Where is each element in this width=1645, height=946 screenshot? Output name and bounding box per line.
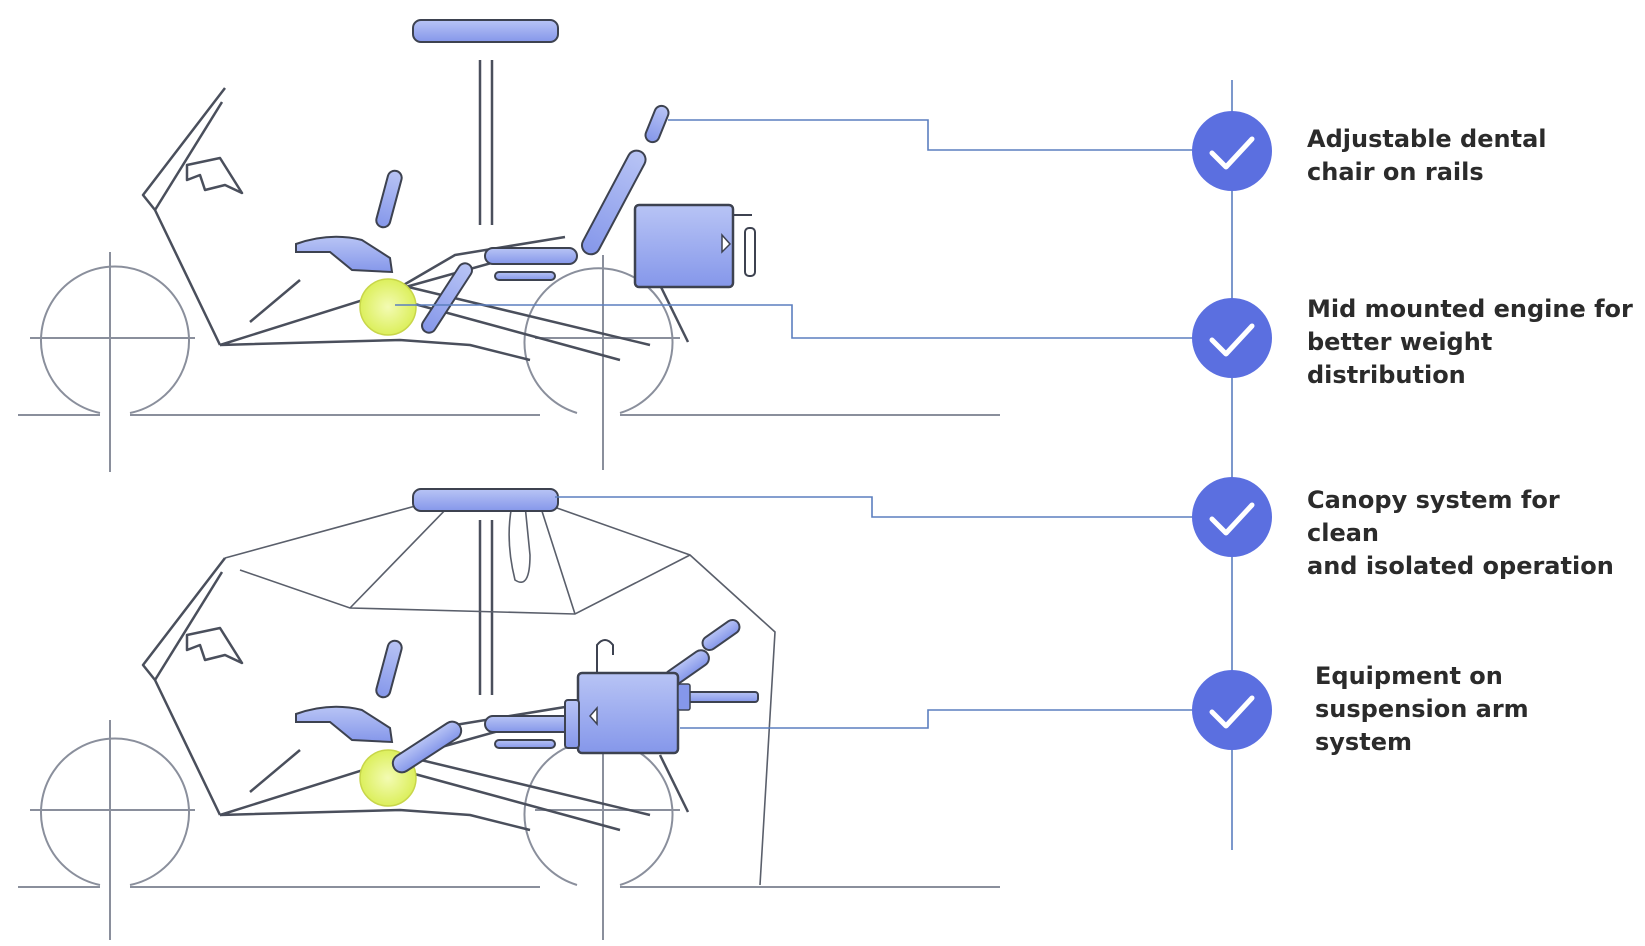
equipment-box — [564, 639, 759, 755]
vehicle-sketch-top — [18, 19, 1000, 472]
connector-lines — [395, 119, 1195, 729]
vehicle-sketch-bottom — [18, 488, 1000, 940]
canopy — [224, 501, 776, 886]
rear-wheel — [30, 252, 195, 472]
canopy-lamp — [412, 19, 559, 43]
driver-seat — [295, 705, 394, 744]
connector-equipment — [680, 709, 1195, 729]
canopy-lamp — [412, 488, 559, 512]
checkmark-circle-icon — [1192, 298, 1272, 378]
checkmark-circle-icon — [1192, 477, 1272, 557]
connector-chair — [668, 119, 1195, 151]
feature-label-canopy: Canopy system for clean and isolated ope… — [1307, 486, 1614, 580]
checkmark-circle-icon — [1192, 670, 1272, 750]
engine — [359, 278, 417, 336]
connector-canopy — [555, 496, 1195, 518]
driver-seat — [295, 235, 394, 274]
connector-engine — [395, 304, 1195, 339]
front-wheel — [523, 255, 680, 470]
checkmark-circle-icon — [1192, 111, 1272, 191]
rear-wheel — [30, 720, 195, 940]
dental-chair — [421, 104, 670, 334]
vehicle-body — [141, 520, 690, 832]
equipment-box — [633, 203, 756, 289]
side-bar — [375, 169, 403, 229]
side-bar — [375, 639, 403, 699]
feature-label-chair: Adjustable dental chair on rails — [1307, 125, 1547, 186]
feature-label-engine: Mid mounted engine for better weight dis… — [1307, 295, 1633, 389]
feature-label-equipment: Equipment on suspension arm system — [1315, 662, 1529, 756]
front-wheel — [523, 725, 680, 940]
